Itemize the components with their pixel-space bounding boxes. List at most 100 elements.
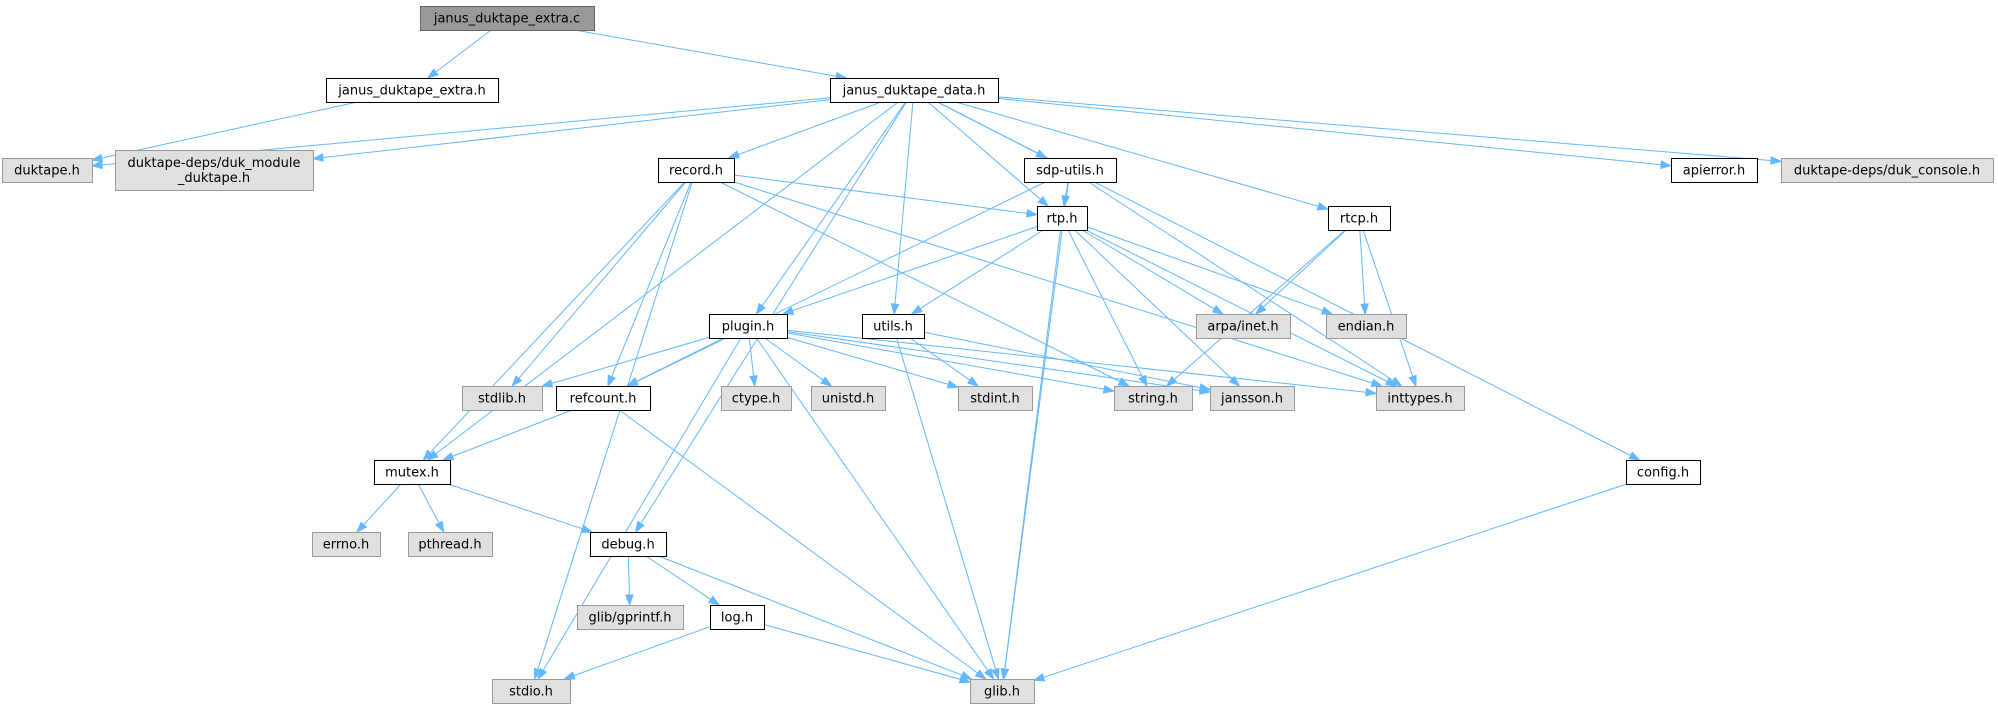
edge-line <box>1074 229 1233 380</box>
node-pthread_h: pthread.h <box>408 532 493 557</box>
edge-janus_duktape_data_h-to-utils_h <box>890 101 914 316</box>
node-plugin_h[interactable]: plugin.h <box>709 314 788 339</box>
edge-rtcp_h-to-arpa_inet_h <box>1254 229 1347 316</box>
node-utils_h[interactable]: utils.h <box>862 314 925 339</box>
node-duk_console_h: duktape-deps/duk_console.h <box>1781 158 1994 183</box>
edge-arrowhead <box>707 595 721 606</box>
node-mutex_h[interactable]: mutex.h <box>374 460 451 485</box>
edge-line <box>761 101 907 307</box>
edge-line <box>574 29 837 77</box>
edge-arrowhead <box>727 150 741 159</box>
node-debug_h[interactable]: debug.h <box>590 532 667 557</box>
edge-arrowhead <box>511 375 523 388</box>
node-box <box>2 158 93 183</box>
edge-line <box>640 101 907 524</box>
edge-line <box>733 181 1373 384</box>
edge-utils_h-to-jansson_h <box>923 331 1212 392</box>
edge-line <box>619 409 978 674</box>
edge-arrowhead <box>540 379 554 388</box>
node-box <box>115 150 314 191</box>
edge-arrowhead <box>434 520 445 534</box>
node-label: apierror.h <box>1683 164 1745 179</box>
edge-line <box>101 101 358 159</box>
node-label: string.h <box>1128 392 1178 407</box>
edge-arrowhead <box>1117 377 1131 387</box>
edge-janus_duktape_data_h-to-duk_module_duktape_h <box>311 99 831 162</box>
node-rtcp_h[interactable]: rtcp.h <box>1328 206 1391 231</box>
edge-arrowhead <box>1628 451 1641 461</box>
node-config_h[interactable]: config.h <box>1626 460 1701 485</box>
node-log_h[interactable]: log.h <box>710 605 765 630</box>
node-refcount_h[interactable]: refcount.h <box>556 386 651 411</box>
node-arpa_inet_h: arpa/inet.h <box>1196 314 1291 339</box>
edge-line <box>909 337 971 381</box>
edge-line <box>447 483 583 530</box>
node-endian_h: endian.h <box>1326 314 1407 339</box>
node-box <box>492 679 571 704</box>
edge-line <box>748 337 755 377</box>
edge-arrowhead <box>580 524 594 533</box>
edge-rtp_h-to-utils_h <box>910 229 1044 315</box>
edge-record_h-to-refcount_h <box>607 181 692 388</box>
node-box <box>811 386 886 411</box>
node-label: pthread.h <box>418 538 481 553</box>
node-label: glib.h <box>984 685 1020 700</box>
node-label: arpa/inet.h <box>1207 320 1278 335</box>
node-janus_duktape_data_h[interactable]: janus_duktape_data.h <box>830 78 999 103</box>
edge-utils_h-to-stdint_h <box>909 337 980 387</box>
edge-line <box>551 336 710 384</box>
edge-line <box>763 624 961 680</box>
edge-line <box>1086 226 1323 312</box>
edge-arrowhead <box>820 376 833 387</box>
nodes-layer: janus_duktape_extra.cjanus_duktape_extra… <box>2 6 1994 704</box>
node-box <box>1781 158 1994 183</box>
node-box <box>312 532 381 557</box>
edge-arrowhead <box>755 302 766 316</box>
node-label: janus_duktape_data.h <box>842 84 986 99</box>
node-rtp_h[interactable]: rtp.h <box>1037 206 1088 231</box>
edge-arrowhead <box>1037 195 1050 207</box>
edge-record_h-to-rtp_h <box>733 174 1039 218</box>
edge-arrowhead <box>422 449 434 462</box>
edge-rtp_h-to-jansson_h <box>1074 229 1241 388</box>
edge-arrowhead <box>441 452 455 461</box>
edge-arrowhead <box>90 153 104 163</box>
edge-line <box>611 181 692 377</box>
node-errno_h: errno.h <box>312 532 381 557</box>
edge-arrowhead <box>781 306 795 315</box>
edge-refcount_h-to-mutex_h <box>441 409 573 461</box>
edge-arrowhead <box>426 68 439 79</box>
node-label: record.h <box>669 164 723 179</box>
edge-arrowhead <box>1770 156 1783 165</box>
node-apierror_h[interactable]: apierror.h <box>1671 158 1758 183</box>
node-box <box>374 460 451 485</box>
edge-line <box>755 337 989 672</box>
edge-debug_h-to-log_h <box>645 555 721 606</box>
edge-line <box>429 181 686 454</box>
node-box <box>830 78 999 103</box>
edge-line <box>435 29 492 73</box>
edge-line <box>923 331 1201 389</box>
edge-arrowhead <box>890 303 900 316</box>
node-janus_duktape_extra_h[interactable]: janus_duktape_extra.h <box>326 78 499 103</box>
node-box <box>420 6 595 31</box>
edge-arrowhead <box>563 671 576 680</box>
edge-refcount_h-to-glib_h <box>619 409 987 680</box>
edge-plugin_h-to-string_h <box>786 332 1116 394</box>
edge-arrowhead <box>910 304 923 315</box>
edge-line <box>764 337 824 381</box>
node-label-line: _duktape.h <box>177 171 250 186</box>
edge-line <box>786 336 949 385</box>
node-label: duktape.h <box>14 164 80 179</box>
node-sdp_utils_h[interactable]: sdp-utils.h <box>1024 158 1117 183</box>
edge-arrowhead <box>991 667 1000 681</box>
edge-arrowhead <box>1365 387 1378 397</box>
node-string_h: string.h <box>1114 386 1193 411</box>
node-box <box>1626 460 1701 485</box>
edge-arrowhead <box>1370 378 1384 387</box>
edge-line <box>1043 483 1627 678</box>
node-label: log.h <box>721 611 753 626</box>
node-record_h[interactable]: record.h <box>658 158 735 183</box>
node-label: rtcp.h <box>1340 212 1378 227</box>
edge-log_h-to-stdio_h <box>563 626 711 680</box>
